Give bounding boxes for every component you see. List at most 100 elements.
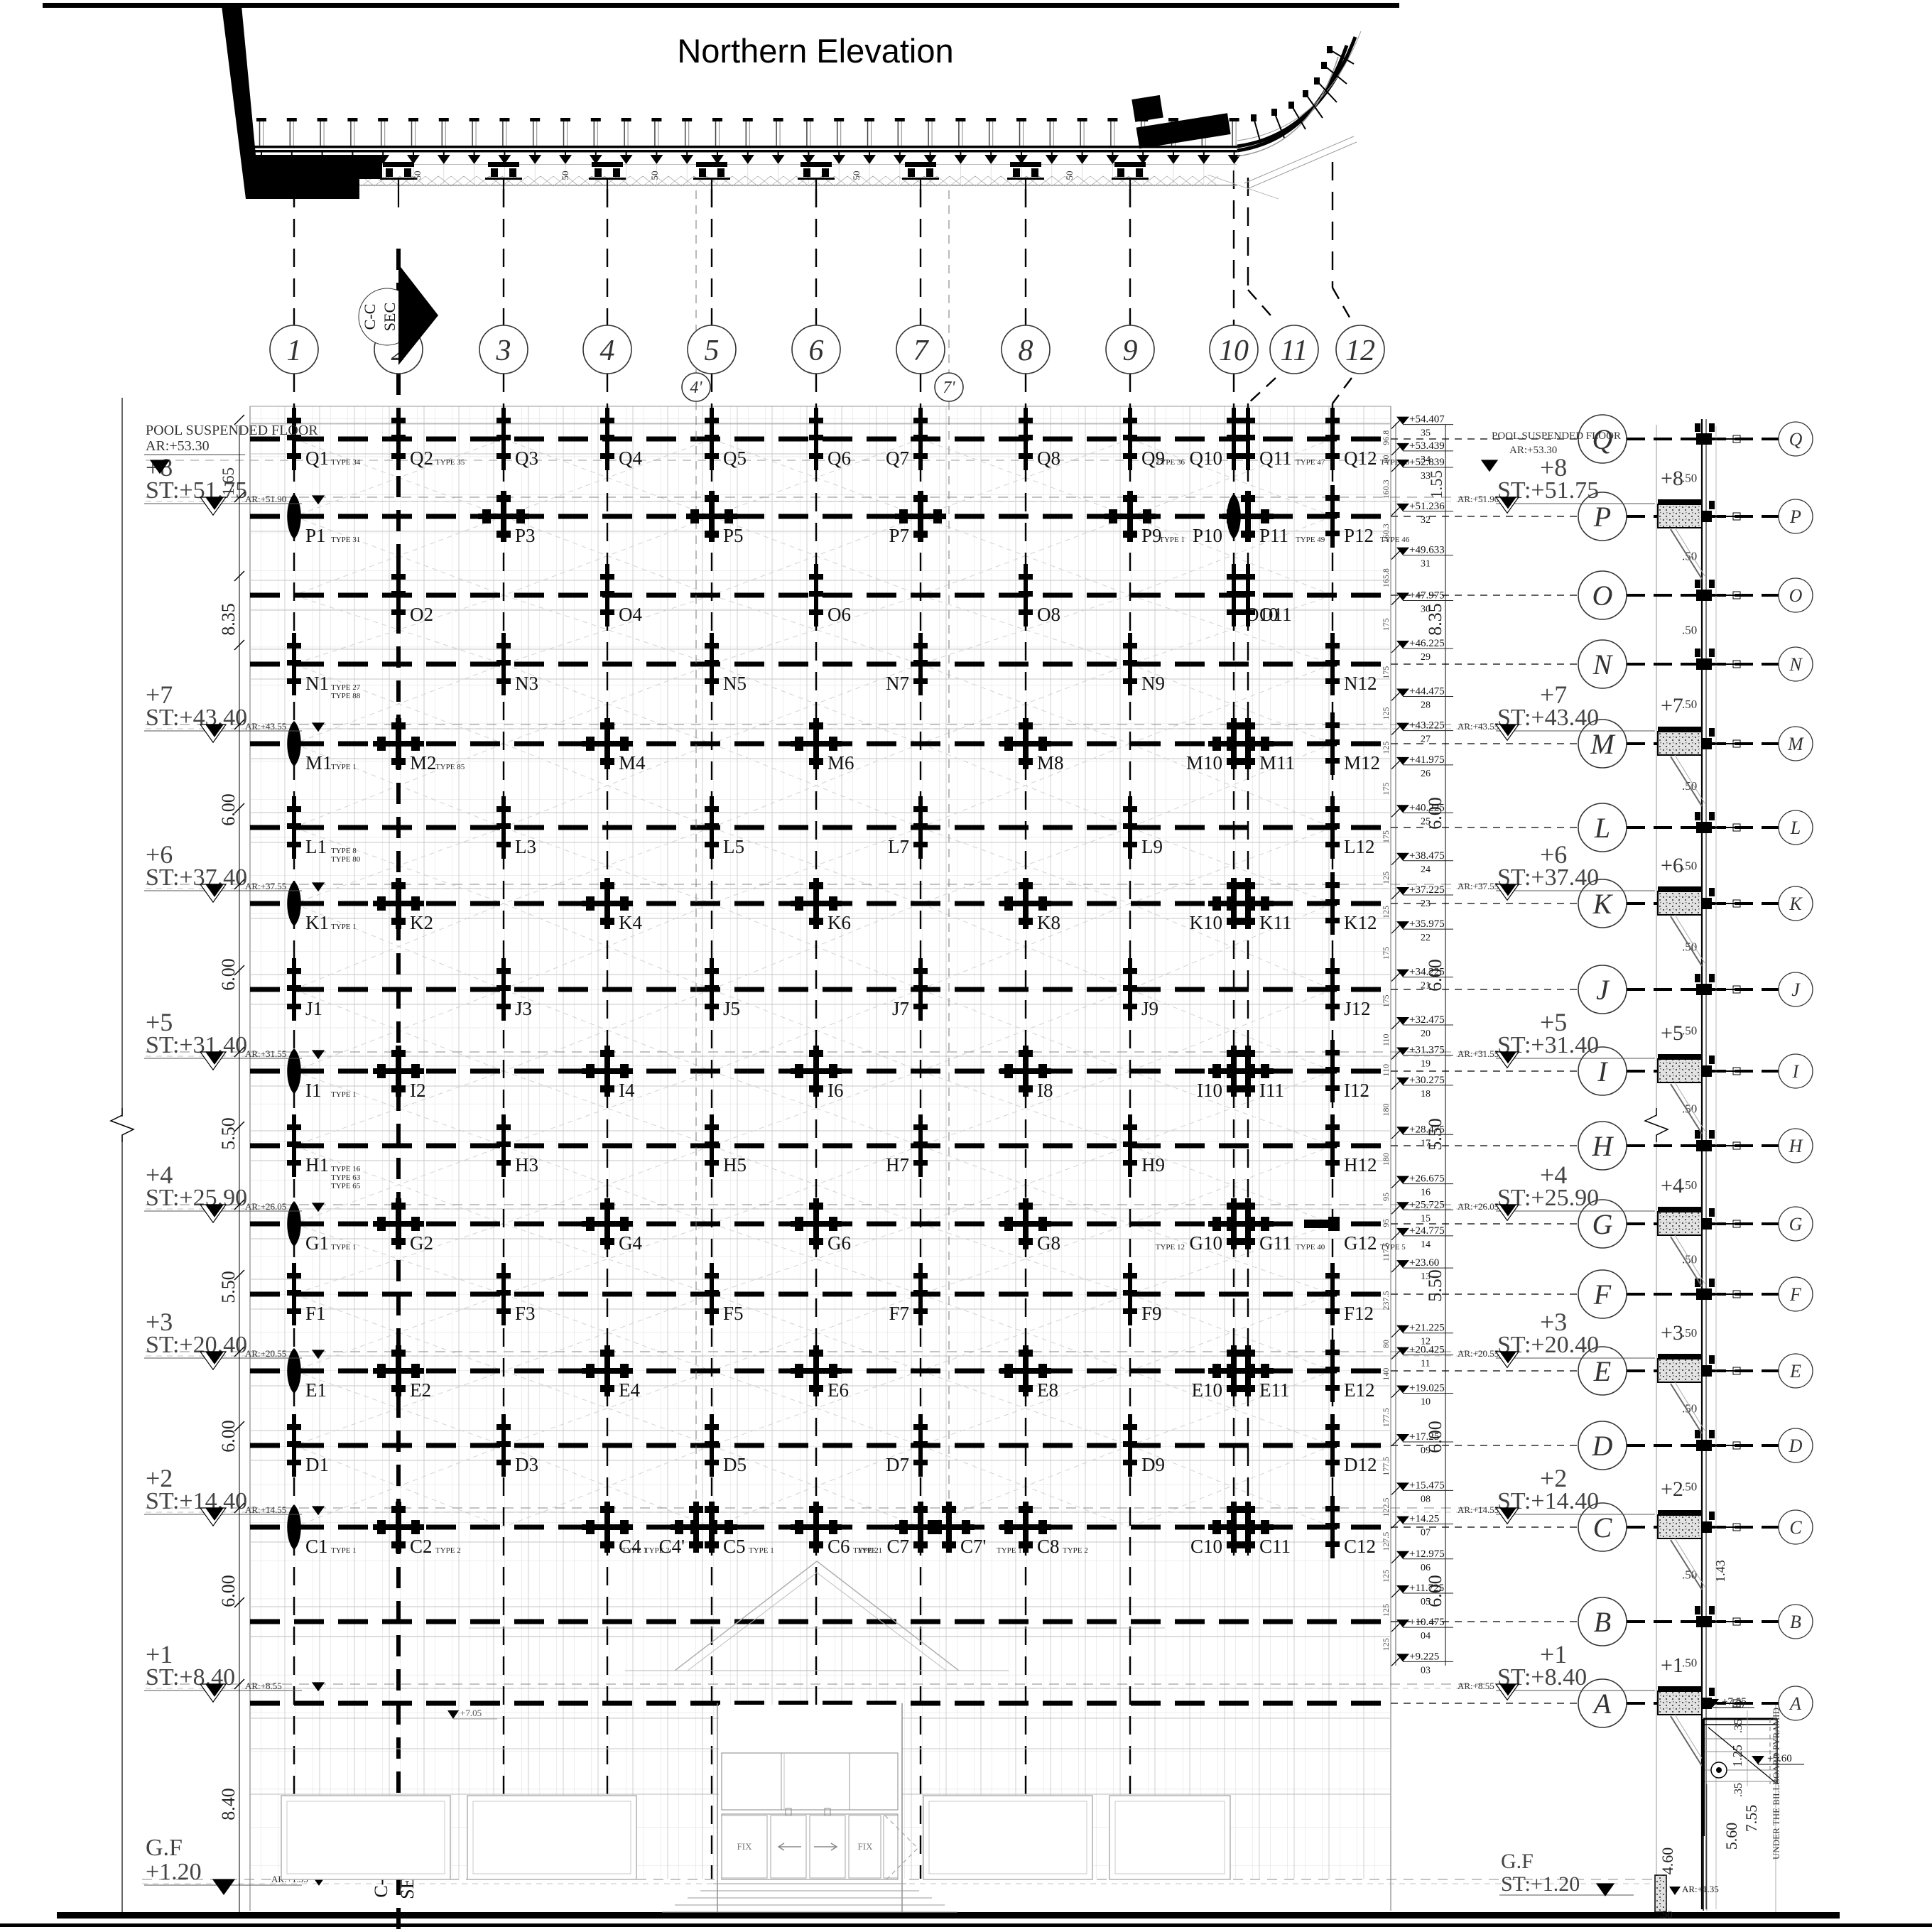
flag-triangle	[1396, 1482, 1409, 1491]
row-bubble-letter: K	[1592, 888, 1614, 920]
cad-rect	[1325, 1273, 1340, 1279]
cad-rect	[287, 968, 301, 974]
flag-gap-dim: 110	[1381, 1064, 1391, 1077]
cad-rect	[560, 118, 570, 121]
cad-line	[1391, 808, 1401, 818]
node-label: O4	[619, 604, 642, 625]
cad-rect	[829, 1217, 837, 1231]
strip-dim: 50	[851, 171, 862, 180]
cad-rect	[1212, 737, 1221, 751]
flag-triangle	[1396, 1017, 1409, 1026]
cad-rect	[287, 1441, 301, 1447]
node-type-label: TYPE 2	[435, 1546, 461, 1555]
flag-gap-dim: 96.8	[1381, 430, 1391, 445]
cad-rect	[1695, 812, 1700, 820]
cad-rect	[1732, 739, 1741, 748]
floor-ar-right: AR:+31.55	[1458, 1048, 1499, 1059]
cad-line	[234, 1678, 245, 1690]
dim-4-60: 4.60	[1659, 1847, 1676, 1875]
cad-rect	[1695, 1130, 1700, 1139]
cad-rect	[1325, 1385, 1340, 1391]
cad-rect	[496, 531, 511, 538]
cad-rect	[809, 1203, 823, 1210]
cad-rect	[287, 643, 301, 648]
cad-rect	[1227, 1385, 1241, 1392]
node-label: E2	[410, 1379, 431, 1401]
cad-rect	[1321, 62, 1327, 69]
flag-id: 30	[1421, 604, 1431, 615]
drawing-title: Northern Elevation	[677, 32, 954, 70]
row-bubble-letter: L	[1594, 812, 1610, 844]
cad-rect	[705, 1308, 719, 1314]
cad-rect	[705, 660, 719, 666]
cad-rect	[620, 737, 629, 751]
cad-line	[1391, 1231, 1401, 1241]
cad-line	[503, 743, 712, 828]
floor-ar-left: AR:+51.90	[245, 494, 286, 504]
cad-line	[1391, 1519, 1401, 1529]
cad-rect	[485, 178, 522, 180]
cad-rect	[1241, 418, 1255, 423]
section-bay-dim: .50	[1682, 1326, 1697, 1340]
cad-rect	[1654, 1874, 1667, 1913]
cad-rect	[1123, 806, 1137, 812]
flag-id: 04	[1421, 1631, 1431, 1641]
section-bay-dim: .50	[1682, 698, 1697, 711]
cad-rect	[913, 1273, 928, 1279]
node-label: F9	[1141, 1303, 1162, 1324]
node-type-label: TYPE 2	[1063, 1546, 1088, 1555]
cad-rect	[1732, 1367, 1741, 1375]
cad-rect	[1241, 591, 1255, 597]
row-bubble	[1578, 1121, 1627, 1171]
cad-rect	[1038, 737, 1047, 751]
cad-rect	[1241, 1506, 1255, 1513]
dim-left: 5.50	[218, 1117, 239, 1150]
cad-rect	[803, 168, 810, 177]
flag-elevation: +30.275	[1409, 1075, 1445, 1086]
cad-rect	[913, 968, 928, 974]
floor-ar-right: AR:+51.90	[1458, 494, 1499, 504]
flag-id: 03	[1421, 1665, 1431, 1676]
level-marker	[1480, 460, 1499, 472]
floor-name-right: +5	[1540, 1008, 1567, 1036]
cad-line	[1391, 856, 1401, 866]
flag-triangle	[1396, 805, 1409, 813]
cad-rect	[391, 609, 406, 615]
cad-rect	[848, 1815, 881, 1879]
node-type-label: TYPE 2	[853, 1546, 879, 1555]
cad-rect	[913, 1124, 928, 1130]
cad-rect	[1241, 1350, 1255, 1357]
flag-elevation: +14.25	[1409, 1514, 1439, 1525]
node-label: M6	[827, 752, 854, 774]
cad-line	[711, 1370, 921, 1446]
cad-line	[1332, 377, 1352, 404]
cad-rect	[1696, 1140, 1712, 1151]
flag-gap-dim: 180	[1381, 1104, 1391, 1117]
cad-rect	[1016, 118, 1026, 121]
cad-rect	[1732, 1141, 1741, 1150]
cad-line	[293, 903, 504, 990]
cad-rect	[1695, 648, 1700, 657]
cad-rect	[809, 1085, 823, 1092]
cad-rect	[377, 1520, 386, 1534]
cad-rect	[705, 1160, 719, 1166]
cad-rect	[894, 118, 905, 121]
cad-rect	[1000, 1524, 1051, 1530]
cad-line	[234, 492, 245, 503]
cad-rect	[586, 896, 595, 911]
node-type-label: TYPE 1	[997, 1546, 1022, 1555]
cad-rect	[1114, 162, 1146, 167]
floor-ar-right: AR:+14.55	[1458, 1504, 1499, 1515]
cad-rect	[287, 1460, 301, 1465]
cad-line	[711, 1070, 921, 1146]
cad-line	[1391, 1179, 1401, 1189]
cad-rect	[913, 1004, 928, 1009]
node-label: N12	[1344, 673, 1377, 694]
node-label: N1	[305, 673, 329, 694]
section-bay-dim: .50	[1682, 1656, 1697, 1670]
flag-elevation: +23.60	[1409, 1257, 1439, 1269]
flag-gap-dim: 125	[1381, 1638, 1391, 1651]
cad-rect	[586, 1364, 595, 1378]
cad-line	[1391, 1129, 1401, 1139]
cad-rect	[600, 1050, 614, 1057]
